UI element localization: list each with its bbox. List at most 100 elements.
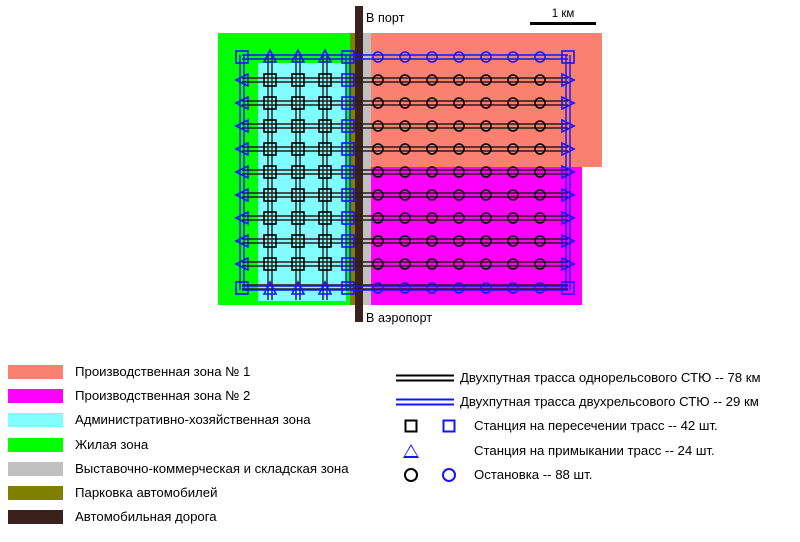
stop	[507, 97, 519, 109]
map-row	[234, 118, 576, 134]
stop	[534, 282, 546, 294]
legend-item: Станция на примыкании трасс -- 24 шт.	[392, 439, 800, 463]
stop	[507, 189, 519, 201]
legend-item: Производственная зона № 2	[8, 384, 388, 408]
station-junction	[561, 118, 576, 134]
stop	[372, 143, 384, 155]
legend-label: Производственная зона № 1	[75, 364, 251, 380]
stop	[399, 97, 411, 109]
station-junction	[262, 280, 278, 295]
legend-label: Автомобильная дорога	[75, 509, 217, 525]
stop	[507, 166, 519, 178]
legend-swatch-production-2	[8, 389, 63, 404]
stop	[480, 189, 492, 201]
station-junction	[234, 256, 249, 272]
stop	[480, 166, 492, 178]
stop	[534, 189, 546, 201]
station-crossing	[318, 211, 332, 225]
stop	[372, 120, 384, 132]
stop	[399, 189, 411, 201]
triangle-blue-icon	[392, 439, 430, 463]
stop	[372, 51, 384, 63]
station-crossing	[263, 165, 277, 179]
legend-label: Двухпутная трасса двухрельсового СТЮ -- …	[460, 394, 759, 410]
stop	[399, 74, 411, 86]
stop	[426, 258, 438, 270]
station-junction	[290, 48, 306, 63]
stop	[426, 120, 438, 132]
station-crossing	[263, 142, 277, 156]
station-junction	[561, 141, 576, 157]
stop	[480, 51, 492, 63]
legend: Производственная зона № 1 Производственн…	[0, 360, 800, 542]
station-crossing	[341, 281, 355, 295]
station-crossing	[561, 50, 575, 64]
legend-label: Парковка автомобилей	[75, 485, 218, 501]
station-junction	[561, 210, 576, 226]
station-crossing	[263, 119, 277, 133]
stop	[426, 143, 438, 155]
legend-label: Станция на пересечении трасс -- 42 шт.	[474, 418, 718, 434]
legend-item: Двухпутная трасса двухрельсового СТЮ -- …	[392, 390, 800, 414]
map-row	[234, 210, 576, 226]
station-junction	[561, 187, 576, 203]
stop	[426, 51, 438, 63]
station-junction	[561, 95, 576, 111]
station-crossing	[561, 281, 575, 295]
stop	[426, 74, 438, 86]
stop	[399, 51, 411, 63]
stop	[453, 282, 465, 294]
zone-exhibition	[362, 33, 371, 305]
stop	[453, 258, 465, 270]
station-crossing	[291, 257, 305, 271]
station-crossing	[341, 188, 355, 202]
station-junction	[262, 48, 278, 63]
stop	[453, 97, 465, 109]
stop	[534, 51, 546, 63]
station-junction	[234, 141, 249, 157]
legend-swatch-administrative	[8, 413, 63, 428]
square-blue-icon	[430, 414, 468, 438]
map-row	[234, 72, 576, 88]
stop	[399, 235, 411, 247]
station-crossing	[291, 96, 305, 110]
station-crossing	[341, 165, 355, 179]
station-crossing	[341, 119, 355, 133]
station-crossing	[341, 257, 355, 271]
station-crossing	[318, 257, 332, 271]
legend-zones: Производственная зона № 1 Производственн…	[8, 360, 388, 529]
station-crossing	[291, 73, 305, 87]
stop	[534, 143, 546, 155]
station-crossing	[291, 119, 305, 133]
station-crossing	[291, 211, 305, 225]
square-black-icon	[392, 414, 430, 438]
stop	[507, 258, 519, 270]
stop	[372, 97, 384, 109]
scale-bar-label: 1 км	[551, 8, 575, 20]
stop	[399, 166, 411, 178]
stop	[480, 282, 492, 294]
circle-black-icon	[392, 463, 430, 487]
station-junction	[561, 256, 576, 272]
map-diagram	[218, 6, 602, 322]
triangle-spacer	[430, 439, 468, 463]
map-row	[234, 95, 576, 111]
legend-item: Двухпутная трасса однорельсового СТЮ -- …	[392, 366, 800, 390]
stop	[534, 212, 546, 224]
station-junction	[234, 72, 249, 88]
stop	[453, 235, 465, 247]
stop	[453, 166, 465, 178]
line-glyph	[396, 398, 454, 406]
stop	[399, 212, 411, 224]
legend-swatch-production-1	[8, 365, 63, 380]
stop	[399, 120, 411, 132]
stop	[372, 166, 384, 178]
station-crossing	[341, 50, 355, 64]
circle-blue-icon	[430, 463, 468, 487]
markers-row-top	[235, 48, 575, 64]
stop	[426, 97, 438, 109]
legend-item: Жилая зона	[8, 433, 388, 457]
station-crossing	[318, 119, 332, 133]
legend-label: Станция на примыкании трасс -- 24 шт.	[474, 442, 715, 458]
station-junction	[317, 48, 333, 63]
